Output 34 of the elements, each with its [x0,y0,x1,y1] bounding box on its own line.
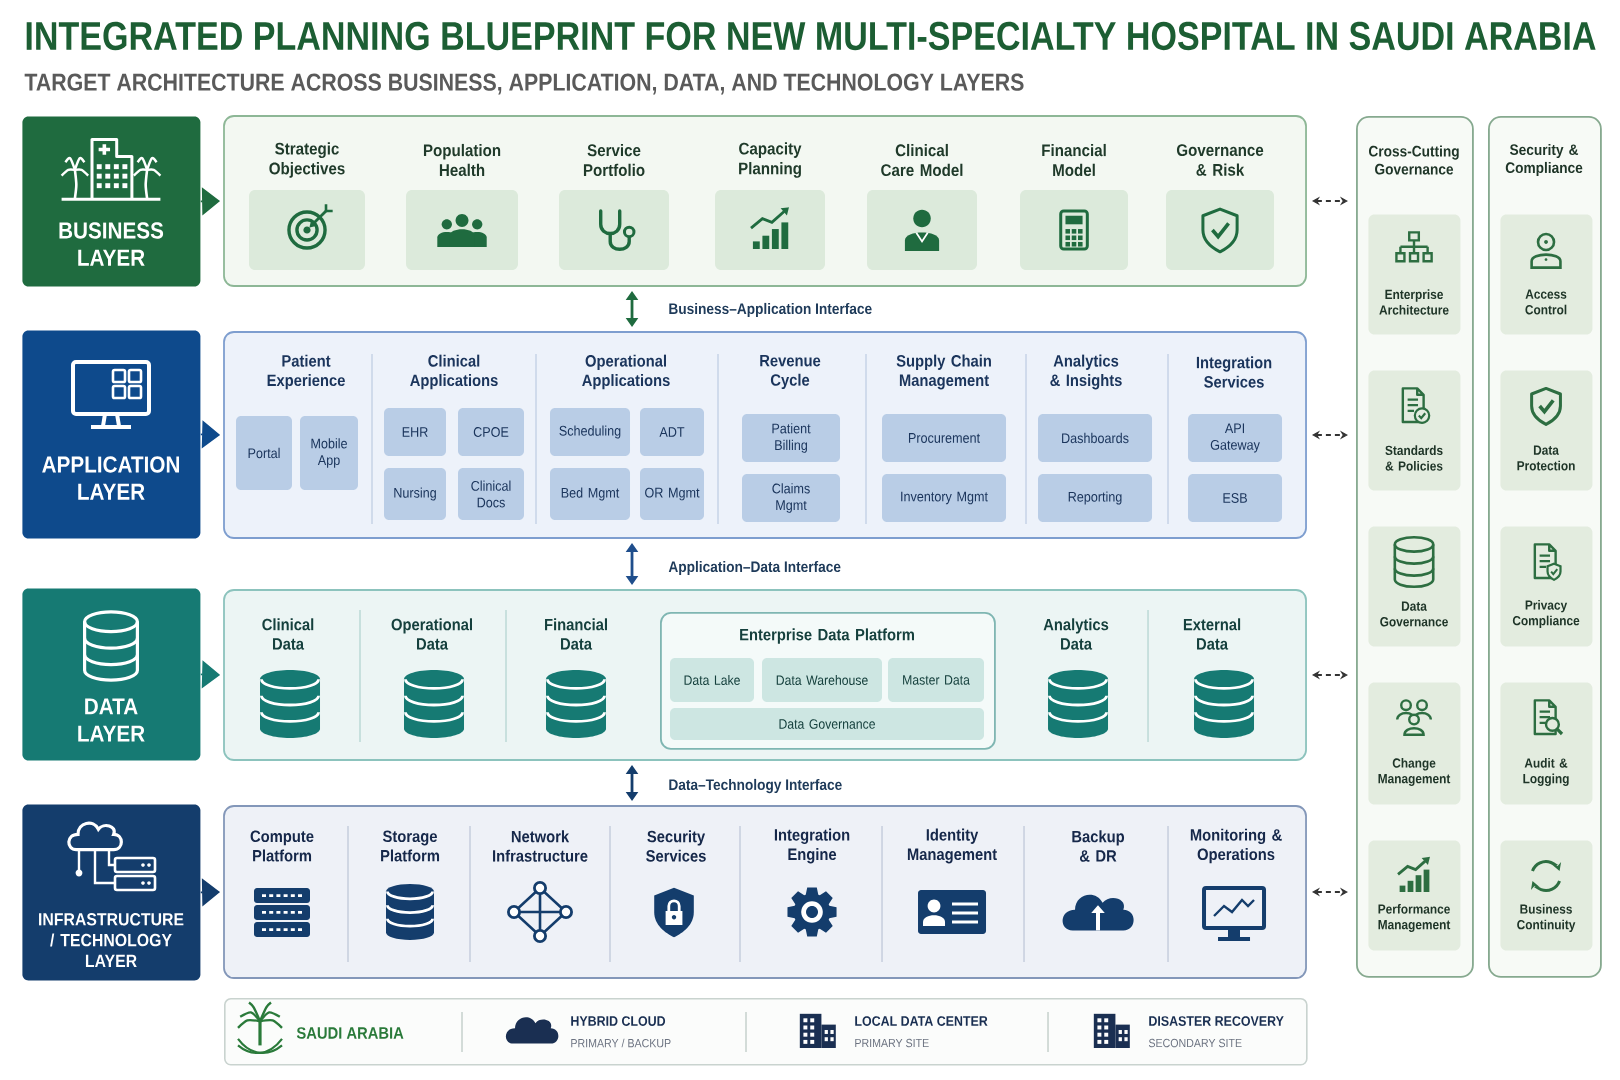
group-heading: Integration Services [1196,356,1272,388]
group-heading: Financial Data [545,618,607,650]
group-heading: Monitoring & Operations [1190,828,1282,864]
capability-heading: Strategic Objectives [269,142,345,178]
capability-heading: Capacity Planning [739,142,802,178]
group-heading: Identity Management [907,828,997,864]
group-heading: Supply Chain Management [896,354,991,390]
capability-heading: Clinical Care Model [881,143,963,177]
group-heading: Revenue Cycle [760,354,821,390]
group-heading: Clinical Data [262,618,314,650]
capability-heading: Service Portfolio [583,143,645,177]
group-heading: Security Services [646,830,706,862]
layer-label: DATA LAYER [22,588,201,761]
group-heading: Analytics & Insights [1050,354,1122,390]
capability-heading: Financial Model [1042,143,1106,177]
group-heading: Compute Platform [250,830,314,862]
layer-label: INFRASTRUCTURE / TECHNOLOGY LAYER [22,804,201,981]
group-heading: Storage Platform [381,830,440,862]
group-heading: Operational Data [391,618,472,650]
group-heading: Analytics Data [1043,618,1109,650]
group-heading: Operational Applications [582,354,670,390]
group-heading: Patient Experience [267,354,345,390]
capability-heading: Governance & Risk [1176,144,1264,176]
layer-panel [223,805,1307,979]
group-heading: Backup & DR [1072,830,1125,862]
layer-label: APPLICATION LAYER [22,330,201,539]
capability-heading: Population Health [423,143,501,177]
group-heading: External Data [1183,618,1241,650]
group-heading: Integration Engine [774,828,850,864]
group-heading: Clinical Applications [410,354,498,390]
layer-label: BUSINESS LAYER [22,116,201,287]
group-heading: Network Infrastructure [493,830,588,862]
place-name: SAUDI ARABIA [296,1027,404,1039]
title: INTEGRATED PLANNING BLUEPRINT FOR NEW MULTI-SPECIALTY HOSPITAL IN SAUDI ARABIA [26,21,1596,51]
